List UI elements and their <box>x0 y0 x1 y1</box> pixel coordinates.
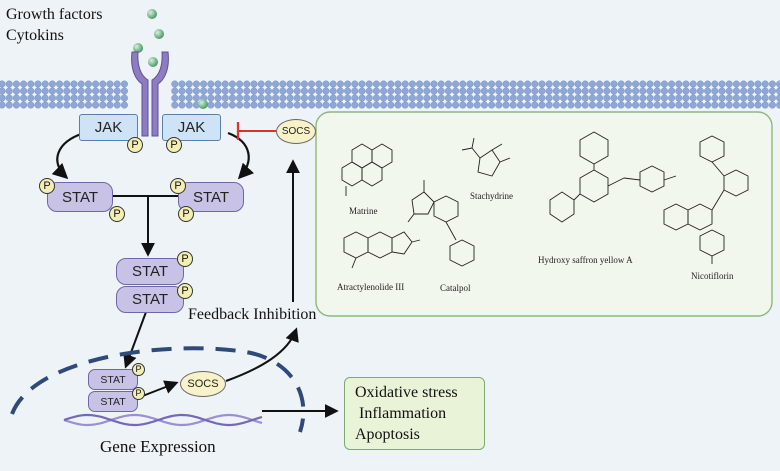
feedback-inhibition-label: Feedback Inhibition <box>188 306 317 323</box>
compound-name: Atractylenolide III <box>337 282 405 292</box>
ligand-label: Growth factors Cytokins <box>6 4 102 46</box>
catalpol-structure <box>407 180 475 267</box>
nuclear-stat-top: STAT <box>88 369 138 390</box>
stat-dimer-top: STAT <box>116 258 184 285</box>
phospho-badge: P <box>39 178 55 194</box>
phospho-badge: P <box>177 283 193 299</box>
outcome-item: Apoptosis <box>355 426 420 443</box>
socs-transcript-nucleus: SOCS <box>180 371 226 397</box>
compound-name: Matrine <box>349 206 378 216</box>
phospho-badge: P <box>178 206 194 222</box>
phospho-badge: P <box>177 251 193 267</box>
nuclear-stat-bottom: STAT <box>88 391 138 412</box>
jak-left: JAK <box>79 114 138 141</box>
ligand-molecules <box>133 9 208 109</box>
ligand-line-1: Growth factors <box>6 6 103 23</box>
cell-membrane <box>0 80 780 109</box>
phospho-badge: P <box>166 137 182 153</box>
outcome-item: Oxidative stress <box>355 384 458 401</box>
compound-name: Hydroxy saffron yellow A <box>538 255 633 265</box>
phospho-badge: P <box>127 137 143 153</box>
phospho-badge: P <box>132 363 145 376</box>
receptor <box>131 51 169 137</box>
compound-panel <box>315 111 773 317</box>
stat-to-socs-arrow <box>139 380 179 398</box>
outcome-item: Inflammation <box>359 405 447 422</box>
outcomes-box: Oxidative stress Inflammation Apoptosis <box>344 377 485 450</box>
jak-to-stat-arrow-right <box>227 131 255 180</box>
nicotiflorin-structure <box>663 135 749 264</box>
compound-name: Catalpol <box>440 283 471 293</box>
socs-protein-cytoplasm: SOCS <box>276 119 316 144</box>
jak-right: JAK <box>162 114 221 141</box>
socs-feedback-arrow <box>225 327 299 382</box>
stat-monomer-left: STAT <box>47 182 113 212</box>
hsya-structure <box>549 131 677 223</box>
compound-name: Stachydrine <box>470 191 513 201</box>
phospho-badge: P <box>132 387 145 400</box>
phospho-badge: P <box>109 206 125 222</box>
phospho-badge: P <box>170 178 186 194</box>
matrine-structure <box>341 143 393 196</box>
ligand-line-2: Cytokins <box>6 27 64 44</box>
translocation-arrow <box>123 311 147 369</box>
stachydrine-structure <box>461 137 511 177</box>
dna-helix <box>63 413 263 427</box>
gene-expression-label: Gene Expression <box>100 437 216 456</box>
compound-name: Nicotiflorin <box>691 271 734 281</box>
compound-structures <box>341 131 749 269</box>
nuclear-envelope <box>10 346 306 433</box>
stat-dimer-bottom: STAT <box>116 286 184 313</box>
jak-to-stat-arrow-left <box>51 131 85 180</box>
atractylenolide-structure <box>343 231 421 269</box>
